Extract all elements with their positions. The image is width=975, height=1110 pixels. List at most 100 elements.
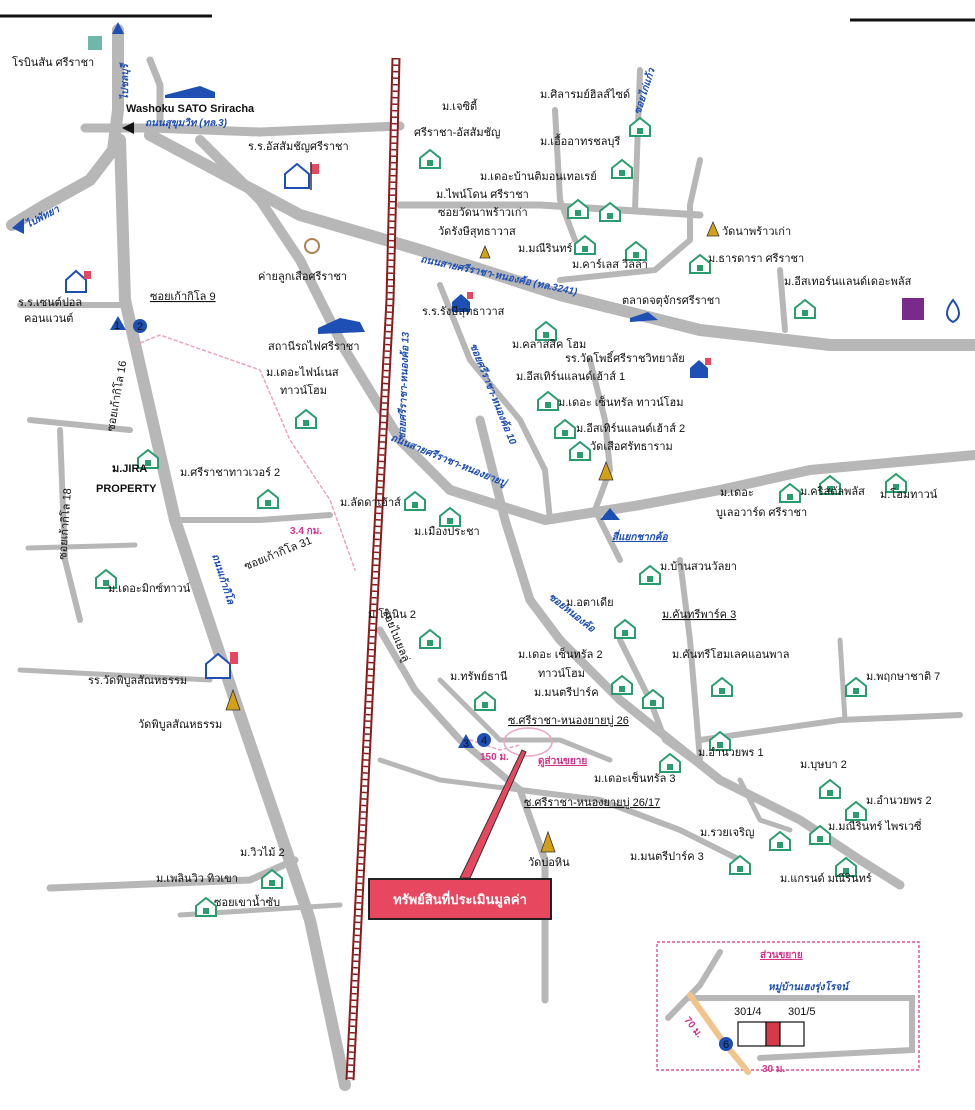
village-icon (261, 868, 283, 889)
mall-icon (88, 36, 102, 50)
inset-title: ส่วนขยาย (760, 949, 803, 961)
village-icon (819, 474, 841, 495)
label-soi-kaokilo-9: ซอยเก้ากิโล 9 (150, 289, 216, 303)
village-icon-door (637, 128, 643, 134)
label-pruksa: ม.พฤกษาชาติ 7 (866, 671, 940, 683)
road-label-soi-kaiklaeo: ซอยไก่แก้ว (630, 65, 658, 116)
label-rr-wat-pho: รร.วัดโพธิ์ศรีราชวิทยาลัย (565, 350, 685, 365)
label-viewmai: ม.วิวไม้ 2 (240, 846, 285, 859)
label-central2b: ทาวน์โฮม (538, 666, 585, 680)
village-icon-door (802, 310, 808, 316)
village-icon-door (482, 702, 488, 708)
village-icon-door (622, 630, 628, 636)
village-icon-door (145, 460, 151, 466)
village-icon (625, 240, 647, 261)
label-boy-scout: ค่ายลูกเสือศรีราชา (258, 270, 347, 283)
label-soi-kaokilo-18: ซอยเก้ากิโล 18 (55, 488, 74, 561)
label-the-boulevard: ม.เดอะ (720, 487, 754, 499)
village-icon-door (827, 790, 833, 796)
road-label-sukhumvit: ถนนสุขุมวิท (ทล.3) (145, 117, 228, 129)
village-icon (195, 896, 217, 917)
village-icon (885, 472, 907, 493)
school-icon (284, 162, 319, 190)
label-wat-suea: วัดเสือศรัทธาราม (590, 440, 673, 453)
village-icon-door (787, 494, 793, 500)
label-soi-26: ซ.ศรีราชา-หนองยายบู่ 26 (508, 714, 629, 727)
village-icon (845, 800, 867, 821)
marker-2: 2 (137, 321, 143, 333)
village-icon-door (667, 764, 673, 770)
label-grand: ม.แกรนด์ มณีรินทร์ (780, 872, 872, 885)
village-icon-door (203, 908, 209, 914)
village-icon-door (427, 160, 433, 166)
village-icon-door (777, 842, 783, 848)
label-silaram: ม.ศิลารมย์ฮิลส์ไซด์ (540, 88, 630, 101)
village-icon (629, 116, 651, 137)
village-icon-door (577, 452, 583, 458)
village-icon-door (853, 812, 859, 818)
label-monte: ม.มนตรีปาร์ค (534, 686, 599, 699)
label-market: ตลาดจตุจักรศรีราชา (622, 294, 720, 307)
label-eastern1: ม.อีสเทิร์นแลนด์เฮ้าส์ 1 (516, 370, 625, 383)
label-intersection: สี่แยกชากค้อ (612, 529, 669, 543)
label-dist-150: 150 ม. (480, 752, 509, 763)
label-amnuai1: ม.อำนวยพร 1 (698, 747, 764, 759)
bank-icon (902, 298, 924, 320)
village-icon (567, 198, 589, 219)
label-loc-zone: ดูส่วนขยาย (538, 755, 587, 768)
label-pinedon: ม.ไพน์โดน ศรีราชา (436, 187, 529, 201)
village-icon (611, 674, 633, 695)
village-icon-door (853, 688, 859, 694)
school-icon (205, 652, 238, 679)
label-central2: ม.เดอะ เซ็นทรัล 2 (518, 647, 603, 661)
camp-icon (304, 238, 320, 254)
village-icon (554, 418, 576, 439)
village-icon (439, 506, 461, 527)
village-icon-door (619, 170, 625, 176)
village-icon (709, 730, 731, 751)
village-icon (845, 676, 867, 697)
label-classic: ม.คลาสสิค โฮม (512, 337, 586, 351)
label-jira2: PROPERTY (96, 483, 157, 495)
marker-1: 1 (114, 320, 120, 332)
inset-village: หมู่บ้านเฮงรุ่งโรจน์ (768, 980, 851, 993)
village-icon-door (607, 213, 613, 219)
village-icon-door (827, 486, 833, 492)
village-icon-door (303, 420, 309, 426)
label-amnuai2: ม.อำนวยพร 2 (866, 795, 932, 807)
village-icon-door (650, 700, 656, 706)
label-m-jc2: ศรีราชา-อัสสัมชัญ (414, 126, 500, 139)
village-icon-door (427, 640, 433, 646)
village-icon (599, 201, 621, 222)
temple-icon (540, 830, 556, 853)
label-soi-watnapra: ซอยวัดนาพร้าวเก่า (438, 207, 528, 219)
village-icon-door (697, 265, 703, 271)
marker-4: 4 (481, 735, 487, 747)
label-soi-26-17: ซ.ศรีราชา-หนองยายบู่ 26/17 (524, 796, 660, 809)
arrow-left-icon (12, 218, 24, 234)
village-icon (137, 448, 159, 469)
village-icons (95, 116, 907, 917)
village-icon-door (103, 580, 109, 586)
village-icon-door (647, 576, 653, 582)
label-ban-suan: ม.บ้านสวนวัลยา (660, 561, 737, 573)
village-icon (569, 440, 591, 461)
label-muang: ม.เมืองประชา (414, 525, 480, 538)
village-icon (642, 688, 664, 709)
village-icon (711, 676, 733, 697)
label-nonnin: ม.โนนิน 2 (368, 607, 416, 621)
label-wat-rangsee: วัดรังษีสุทธาวาส (438, 225, 516, 238)
label-assumption: ร.ร.อัสสัมชัญศรีราชา (248, 140, 349, 153)
label-raicharoen: ม.รวยเจริญ (700, 827, 754, 839)
label-supthani: ม.ทรัพย์ธานี (450, 670, 508, 683)
village-icon-door (619, 686, 625, 692)
label-ladda: ม.ลัดดาเฮ้าส์ (340, 496, 401, 509)
point-markers: 1 2 3 4 (110, 316, 491, 750)
village-icon (574, 234, 596, 255)
label-sriracha-tower: ม.ศรีราชาทาวเวอร์ 2 (180, 466, 280, 479)
market-icon (630, 312, 658, 322)
village-icon (659, 752, 681, 773)
village-icon-door (633, 252, 639, 258)
village-icon (419, 628, 441, 649)
